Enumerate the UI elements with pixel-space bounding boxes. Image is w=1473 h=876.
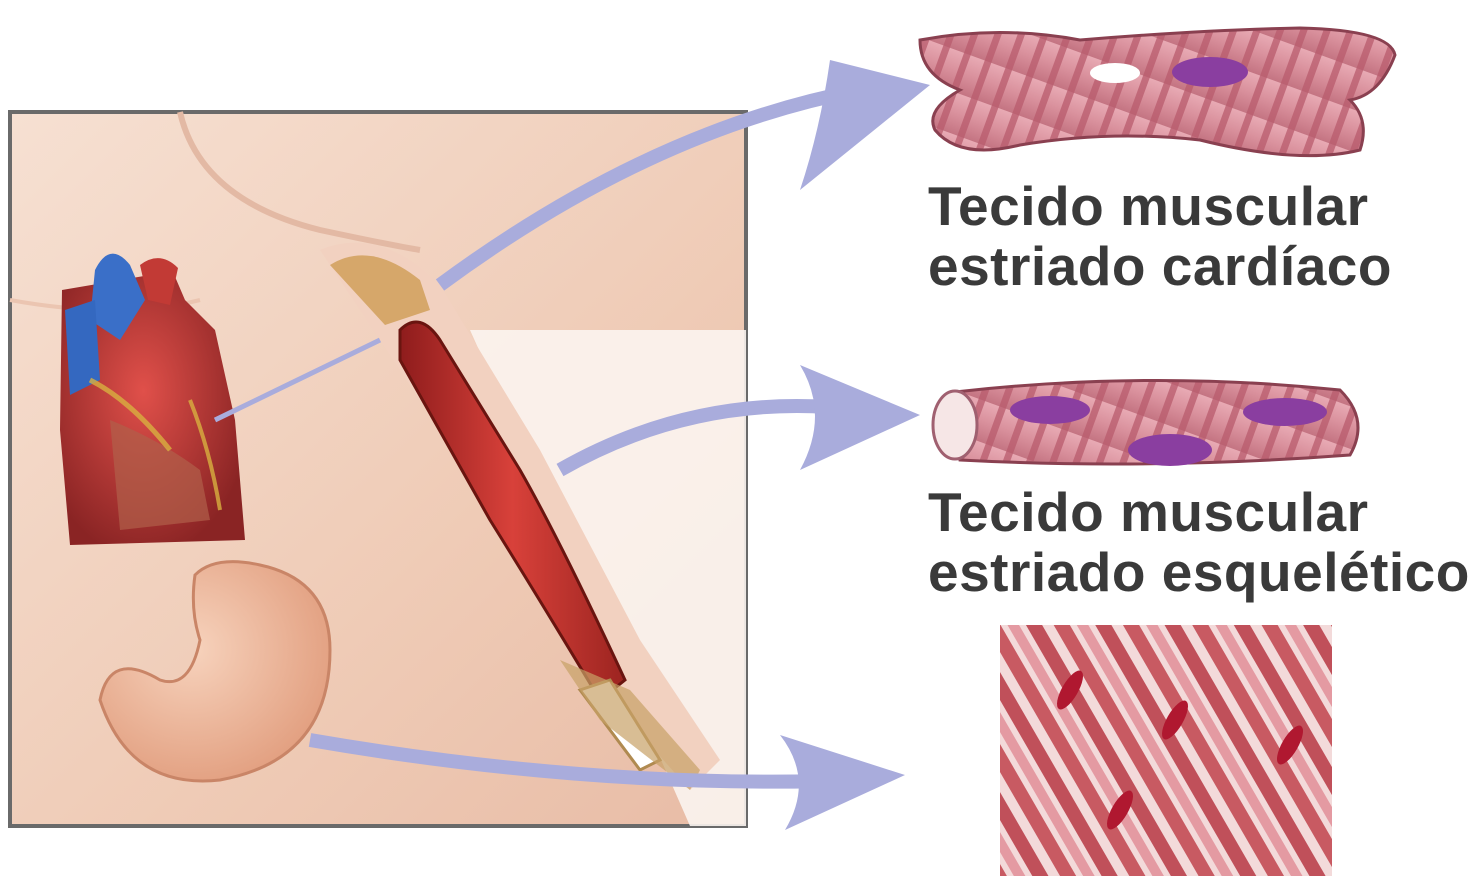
skeletal-tissue-label: Tecido muscular estriado esquelético	[928, 482, 1470, 602]
cardiac-muscle-fiber	[920, 28, 1395, 156]
cardiac-label-line1: Tecido muscular	[928, 176, 1392, 236]
skeletal-muscle-fiber	[933, 380, 1358, 466]
cardiac-label-line2: estriado cardíaco	[928, 236, 1392, 296]
smooth-muscle-tissue	[1000, 625, 1332, 876]
skeletal-label-line1: Tecido muscular	[928, 482, 1470, 542]
skeletal-label-line2: estriado esquelético	[928, 542, 1470, 602]
cardiac-tissue-label: Tecido muscular estriado cardíaco	[928, 176, 1392, 296]
